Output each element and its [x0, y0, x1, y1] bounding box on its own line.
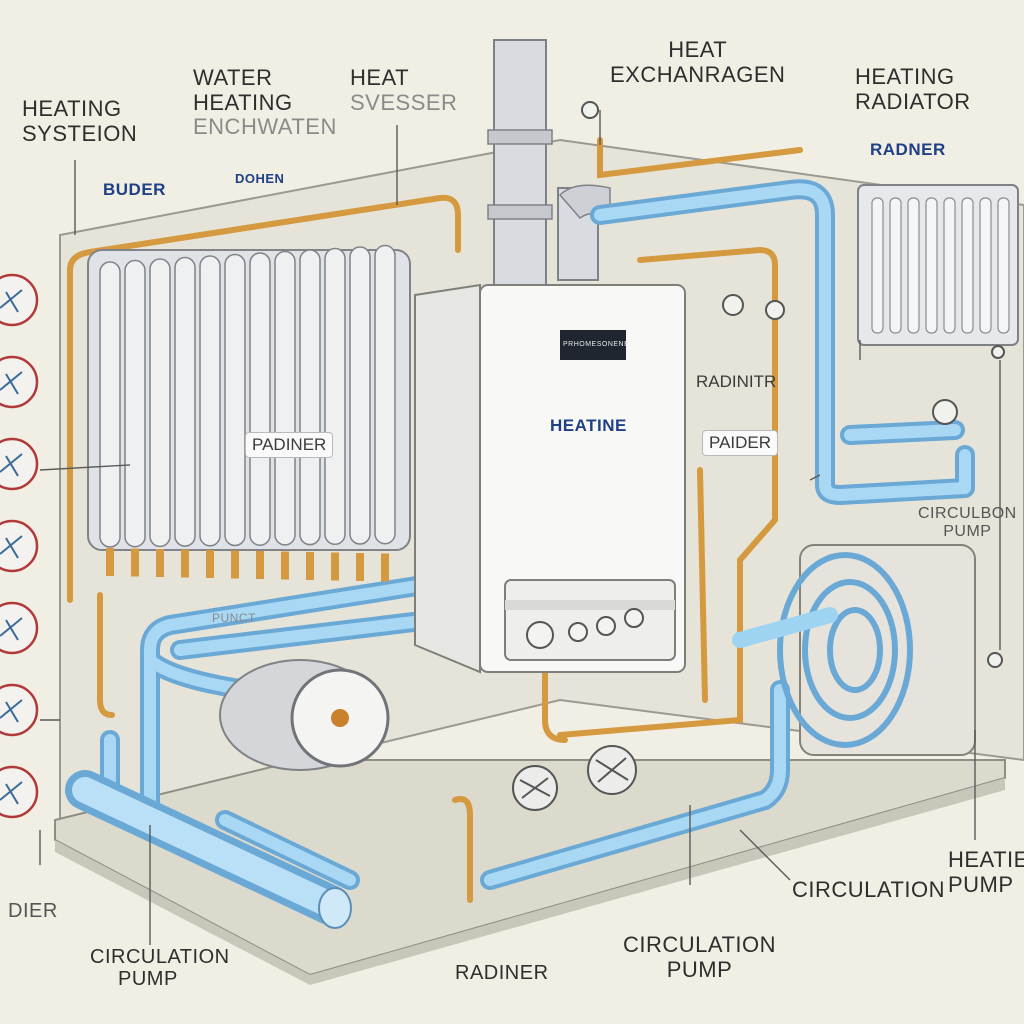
wall-radiator-fin	[943, 197, 956, 334]
wall-radiator-fin	[907, 197, 920, 334]
leader-lines	[39, 110, 1001, 945]
gauge-needle	[0, 535, 23, 559]
valve-gauge-icon	[0, 683, 39, 737]
radiator-fin	[324, 247, 346, 546]
fin-valve	[306, 552, 314, 580]
label-boiler-panel: HEATINE	[550, 416, 627, 435]
valve-gauge-icon	[0, 601, 39, 655]
fin-valve	[231, 550, 239, 579]
fin-valve	[256, 551, 264, 579]
main-radiator	[87, 244, 411, 582]
coil-radiator	[732, 544, 976, 756]
boiler-brand-plate	[560, 330, 626, 360]
radiator-fin	[249, 252, 271, 546]
valve-gauge-icon	[0, 765, 39, 819]
gauge-needle	[0, 453, 23, 477]
wall-radiator-fin	[961, 197, 974, 334]
fin-valve	[206, 550, 214, 578]
fin-valve	[181, 549, 189, 578]
wall-fittings	[581, 101, 1005, 668]
label-radner: RADNER	[870, 140, 946, 159]
wall-radiator-fin	[979, 197, 992, 334]
radiator-fin	[199, 255, 221, 547]
fin-valve	[381, 553, 389, 582]
label-circulation-bottom-right: CIRCULATION	[792, 877, 945, 902]
radiator-fin	[124, 259, 146, 548]
radiator-fin	[224, 253, 246, 547]
boiler-unit	[414, 283, 686, 674]
flue-pipe	[487, 39, 611, 286]
tag-radiner-right-1: RADINITR	[696, 372, 777, 391]
fin-valve	[156, 549, 164, 577]
label-pipe-text: PUNCT	[212, 611, 256, 625]
gauge-needle	[0, 371, 23, 395]
fin-valve	[281, 551, 289, 580]
radiator-fin	[149, 258, 171, 548]
pump-fan-icon	[587, 745, 637, 795]
pressure-gauge-icon	[219, 659, 390, 771]
radiator-fin	[299, 249, 321, 546]
dial-knob-icon	[526, 621, 554, 649]
radiator-fin	[349, 246, 371, 545]
gauge-needle	[0, 699, 23, 723]
valve-gauge-icon	[0, 437, 39, 491]
copper-pipes	[67, 137, 803, 903]
label-boiler-brand: PRHOMESONENE	[563, 341, 630, 348]
label-dier-left: DIER	[8, 900, 58, 922]
wall-radiator-fin	[889, 197, 902, 334]
radiator-fin	[274, 250, 296, 546]
wall-radiator-fin	[925, 197, 938, 334]
gauge-needle	[0, 617, 23, 641]
label-buder: BUDER	[103, 180, 166, 199]
radiator-fin	[374, 244, 396, 545]
label-radiner-bottom: RADINER	[455, 962, 549, 984]
dial-knob-icon	[568, 622, 588, 642]
tag-radiner-right-2: PAIDER	[702, 430, 779, 456]
tag-radiner-center: PADINER	[245, 432, 334, 458]
dial-knob-icon	[596, 616, 616, 636]
pump-fan-icon	[512, 765, 558, 811]
dial-knob-icon	[624, 608, 644, 628]
valve-gauge-icon	[0, 519, 39, 573]
gauge-needle	[0, 289, 23, 313]
fin-valve	[106, 548, 114, 576]
radiator-fin	[99, 261, 121, 548]
valve-gauge-icon	[0, 273, 39, 327]
fin-valve	[131, 548, 139, 577]
valve-gauge-icon	[0, 355, 39, 409]
fin-valve	[356, 553, 364, 581]
left-gauges	[0, 273, 39, 819]
wall-radiator-fin	[871, 197, 884, 334]
fin-valve	[331, 552, 339, 581]
radiator-fin	[174, 256, 196, 547]
main-pipe	[65, 770, 352, 929]
boiler-knobs	[526, 608, 644, 649]
label-boiler-small: DOHEN	[235, 171, 285, 186]
wall-radiator-fin	[997, 197, 1010, 334]
gauge-needle	[0, 781, 23, 805]
wall-radiator	[857, 184, 1019, 346]
